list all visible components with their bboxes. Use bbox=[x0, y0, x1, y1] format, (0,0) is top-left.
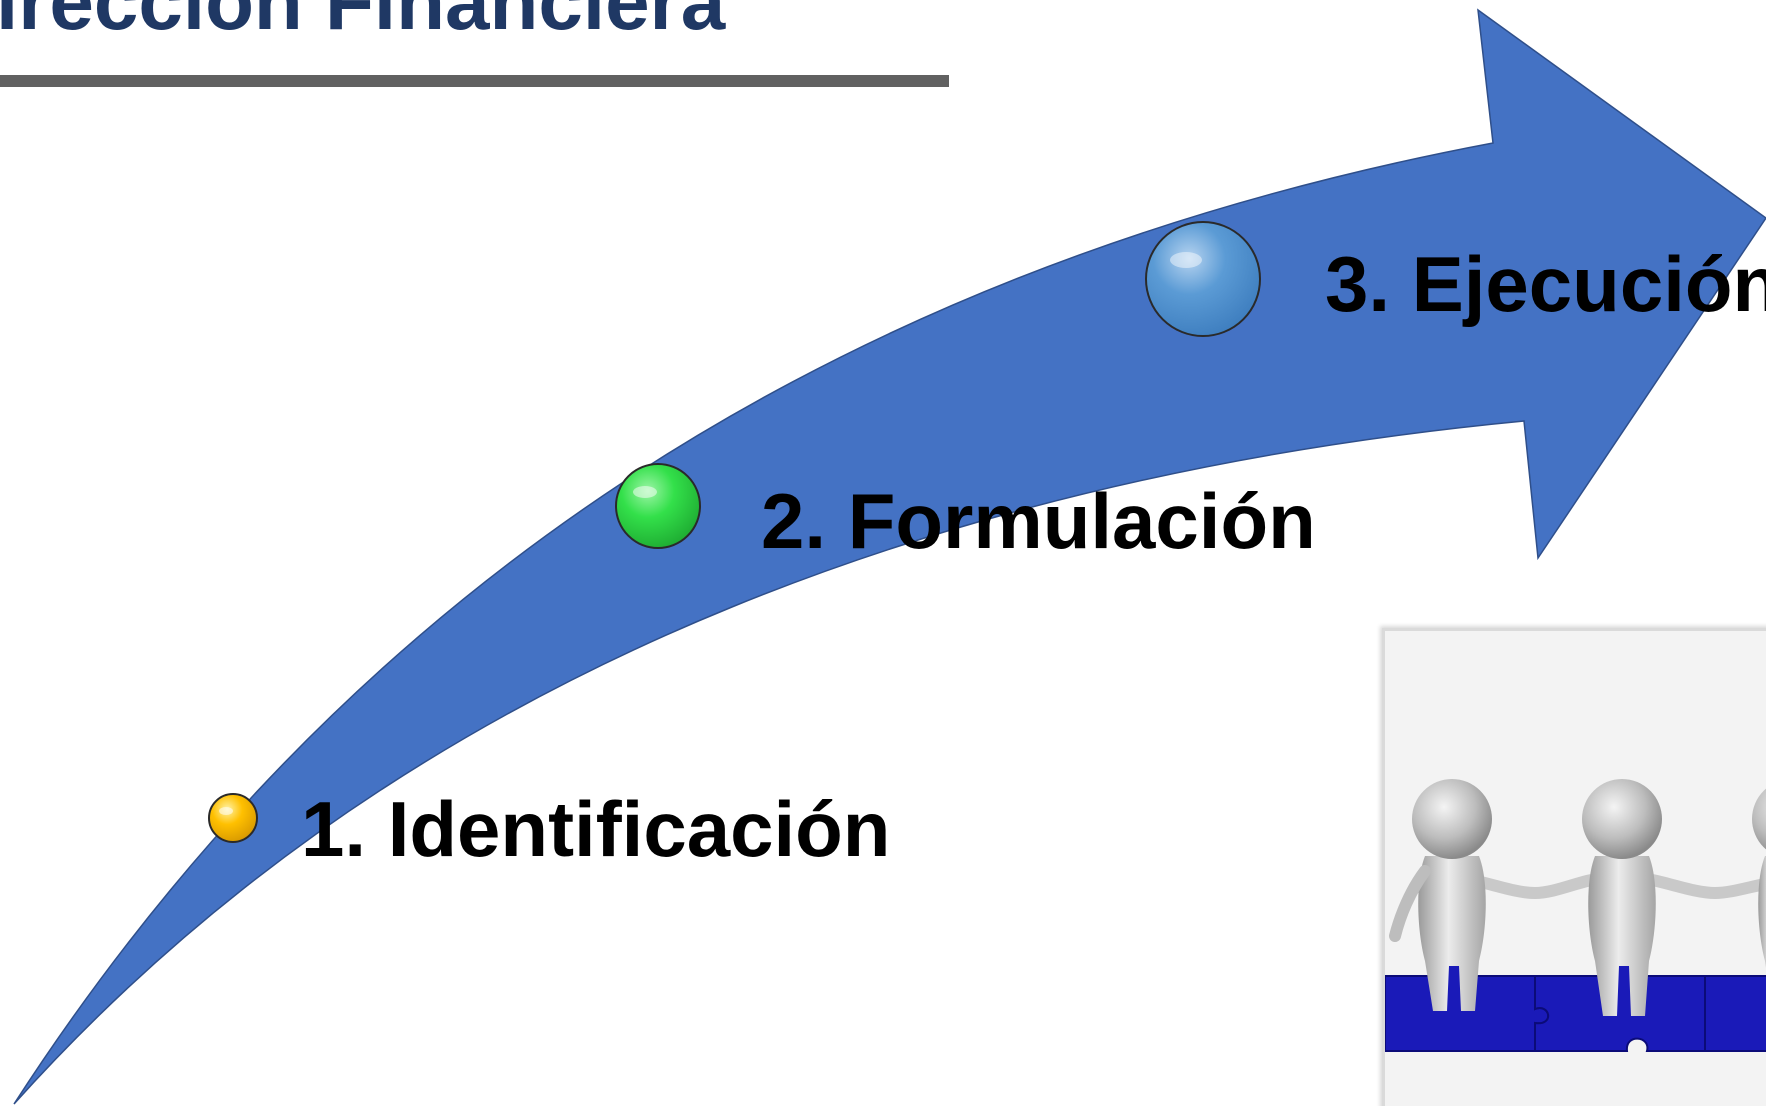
title-underline bbox=[0, 75, 949, 87]
figure-3 bbox=[1752, 788, 1766, 968]
step-2-label: 2. Formulación bbox=[761, 477, 1316, 565]
step-2: 2. Formulación bbox=[615, 463, 1316, 565]
green-dot-icon bbox=[615, 463, 701, 549]
figure-2 bbox=[1582, 779, 1662, 1016]
figure-1 bbox=[1389, 779, 1492, 1011]
curved-arrow bbox=[13, 8, 1766, 1105]
green-dot-highlight bbox=[633, 486, 657, 498]
step-3-label: 3. Ejecución bbox=[1325, 240, 1766, 328]
slide-title: irección Financiera bbox=[0, 0, 726, 46]
yellow-dot-highlight bbox=[219, 807, 233, 815]
step-1-label: 1. Identificación bbox=[301, 785, 890, 873]
yellow-dot-icon bbox=[208, 793, 258, 843]
blue-dot-highlight bbox=[1170, 252, 1202, 268]
step-1: 1. Identificación bbox=[208, 785, 890, 873]
team-puzzle-illustration bbox=[1382, 628, 1766, 1106]
step-3: 3. Ejecución bbox=[1145, 221, 1766, 337]
team-puzzle-drawing bbox=[1385, 779, 1766, 1052]
blue-dot-icon bbox=[1145, 221, 1261, 337]
